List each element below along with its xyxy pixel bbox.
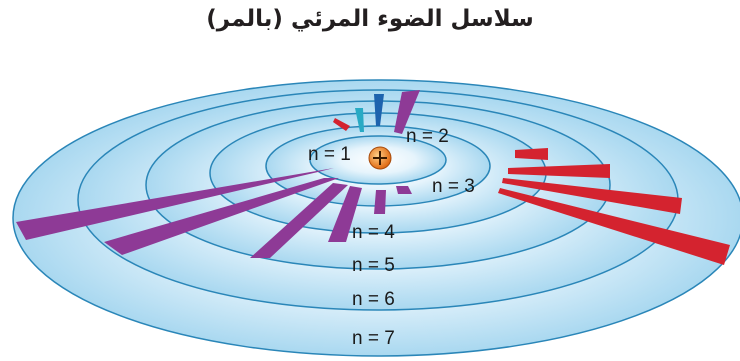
level-label-n4: n = 4 (352, 222, 395, 243)
balmer-line-4 (328, 186, 362, 242)
red-arrow-3 (502, 178, 682, 214)
blue-line (374, 94, 384, 126)
balmer-line-5 (374, 190, 386, 214)
diagram-title: سلاسل الضوء المرئي (بالمر) (206, 6, 534, 32)
balmer-line-1 (16, 168, 334, 240)
level-label-n1: n = 1 (308, 144, 351, 165)
balmer-line-6 (394, 90, 420, 134)
balmer-line-2 (104, 178, 339, 255)
level-label-n6: n = 6 (352, 289, 395, 310)
red-arrow-2 (508, 164, 610, 178)
orbits (12, 79, 740, 357)
red-emission-arrows (333, 118, 730, 265)
red-arrow-4 (498, 188, 730, 265)
red-arrow-5 (333, 118, 350, 131)
nucleus (368, 146, 392, 170)
balmer-transitions (16, 90, 420, 258)
cyan-line (355, 108, 364, 132)
level-label-n3: n = 3 (432, 176, 475, 197)
red-arrow-1 (515, 148, 548, 160)
level-label-n5: n = 5 (352, 255, 395, 276)
level-label-n2: n = 2 (406, 126, 449, 147)
level-label-n7: n = 7 (352, 328, 395, 349)
balmer-line-3 (250, 183, 348, 258)
balmer-line-7 (396, 186, 412, 194)
visible-lines-top (355, 94, 384, 132)
